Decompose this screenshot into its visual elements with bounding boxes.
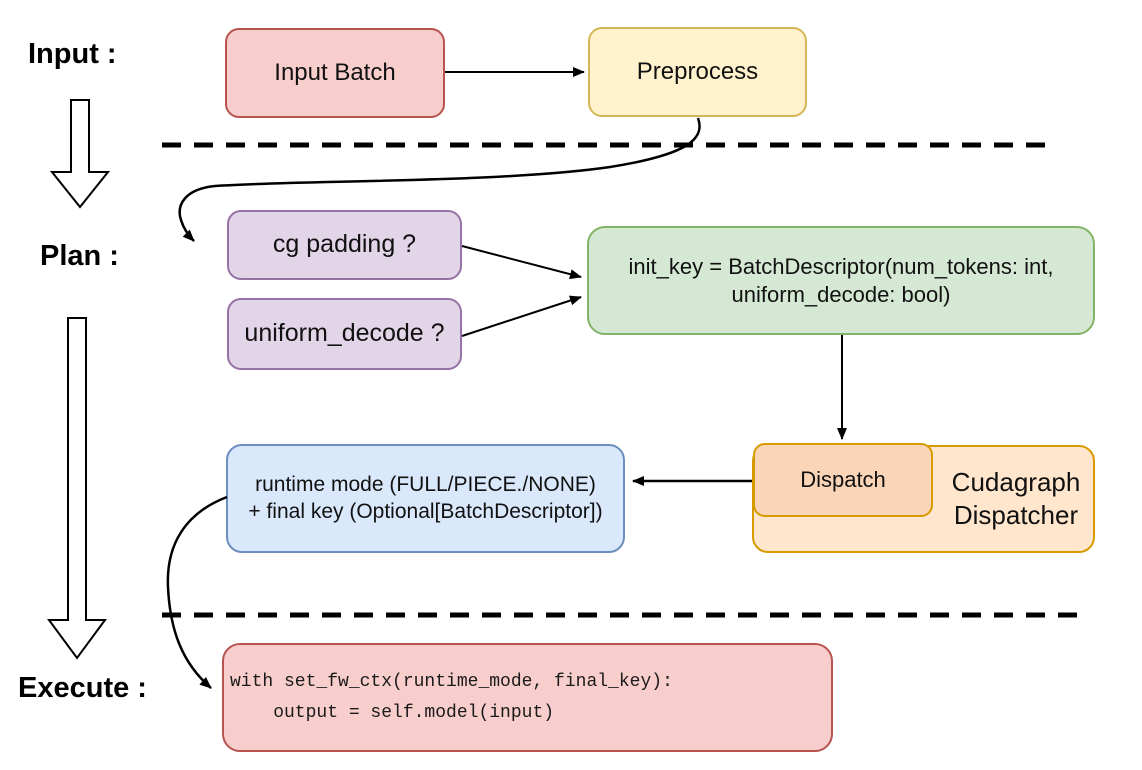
cg-padding-label: cg padding ? <box>272 230 417 259</box>
runtime-mode-line2: + final key (Optional[BatchDescriptor]) <box>248 499 603 523</box>
execute-code-node: with set_fw_ctx(runtime_mode, final_key)… <box>222 643 833 752</box>
connector-cgpadding-initkey <box>461 245 582 280</box>
init-key-line1: init_key = BatchDescriptor(num_tokens: i… <box>628 254 1054 279</box>
init-key-line2: uniform_decode: bool) <box>731 281 951 307</box>
cudagraph-label-line2: Dispatcher <box>953 500 1079 530</box>
init-key-node: init_key = BatchDescriptor(num_tokens: i… <box>587 226 1095 335</box>
connector-runtime-executecode <box>166 495 228 689</box>
stage-label-input: Input : <box>28 38 117 70</box>
input-batch-node: Input Batch <box>225 28 445 118</box>
code-line1: with set_fw_ctx(runtime_mode, final_key)… <box>230 671 673 692</box>
stage-label-plan: Plan : <box>40 240 119 272</box>
runtime-mode-line1: runtime mode (FULL/PIECE./NONE) <box>255 473 596 497</box>
dispatch-label: Dispatch <box>800 467 886 493</box>
runtime-mode-node: runtime mode (FULL/PIECE./NONE) + final … <box>226 444 625 553</box>
plan-to-execute-arrow-icon <box>47 317 107 660</box>
cudagraph-dispatcher-label: Cudagraph Dispatcher <box>935 447 1097 551</box>
input-batch-label: Input Batch <box>274 59 396 86</box>
uniform-decode-label: uniform_decode ? <box>244 319 445 348</box>
input-to-plan-arrow-icon <box>49 99 111 209</box>
preprocess-label: Preprocess <box>636 58 759 85</box>
preprocess-node: Preprocess <box>588 27 807 117</box>
stage-label-execute: Execute : <box>18 672 147 704</box>
uniform-decode-node: uniform_decode ? <box>227 298 462 370</box>
cudagraph-label-line1: Cudagraph <box>951 467 1081 497</box>
dispatch-node: Dispatch <box>753 443 933 517</box>
cg-padding-node: cg padding ? <box>227 210 462 280</box>
code-line2: output = self.model(input) <box>230 702 555 723</box>
connector-uniformdecode-initkey <box>461 295 582 337</box>
